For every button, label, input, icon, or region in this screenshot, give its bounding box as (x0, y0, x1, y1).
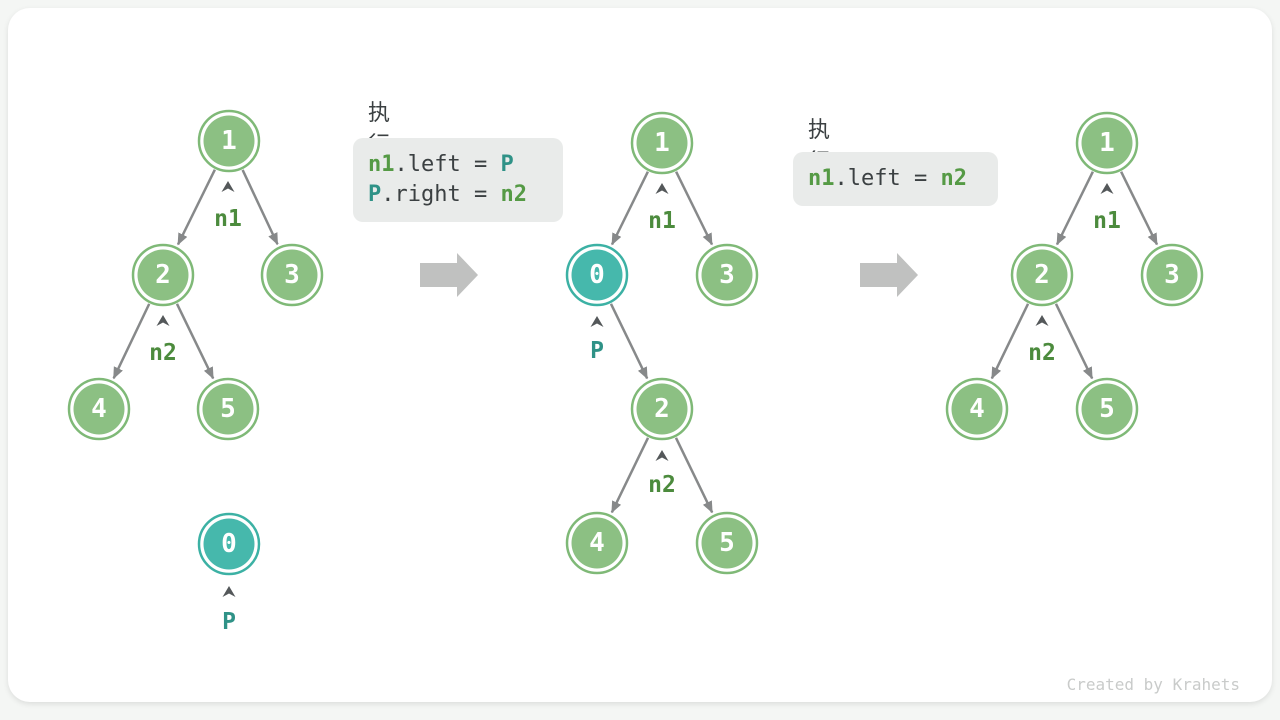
tree-node-value: 5 (719, 528, 735, 558)
tree-node-circle (571, 249, 623, 301)
tree-edge-arrow (610, 437, 650, 514)
tree-node-circle (571, 517, 623, 569)
tree-node-value: 1 (221, 126, 237, 156)
tree-node-circle (137, 249, 189, 301)
tree-node-circle (701, 249, 753, 301)
code-token: n2 (940, 166, 967, 191)
tree-node-value: 1 (654, 128, 670, 158)
tree-edge-arrow (175, 303, 215, 380)
code-token: n1 (808, 166, 835, 191)
tree-node-value: 3 (719, 260, 735, 290)
pointer-label: P (590, 338, 604, 364)
tree-edge-arrow (1120, 171, 1159, 246)
pointer-caret-icon (222, 586, 236, 597)
tree-edge-arrow (1054, 303, 1094, 380)
tree-edge-arrow (609, 303, 649, 380)
tree-node-value: 3 (284, 260, 300, 290)
pointer-label: P (222, 609, 236, 635)
block-arrow-icon (420, 253, 478, 297)
tree-node-circle (701, 517, 753, 569)
code-token: .left = (834, 166, 941, 191)
pointer-caret-icon (590, 316, 604, 327)
tree-node-circle (73, 383, 125, 435)
pointer-label: n2 (1028, 340, 1056, 366)
tree-edge-arrow (610, 171, 649, 246)
code-token: .left = (394, 152, 501, 177)
tree-node-circle (1146, 249, 1198, 301)
block-arrow-icon (860, 253, 918, 297)
tree-edge-arrow (990, 303, 1030, 380)
tree-node-circle (266, 249, 318, 301)
tree-node-circle (1016, 249, 1068, 301)
tree-node-value: 4 (969, 394, 985, 424)
tree-node-circle (203, 518, 255, 570)
tree-node-value: 5 (220, 394, 236, 424)
tree-node-value: 5 (1099, 394, 1115, 424)
tree-node-value: 2 (654, 394, 670, 424)
code-token: n1 (368, 152, 395, 177)
tree-edge-arrow (241, 169, 279, 246)
pointer-label: n1 (1093, 208, 1121, 234)
tree-node-value: 4 (91, 394, 107, 424)
tree-node-value: 1 (1099, 128, 1115, 158)
tree-node-value: 0 (221, 529, 237, 559)
tree-node-value: 0 (589, 260, 605, 290)
code-line: n1.left = n2 (808, 164, 983, 194)
pointer-label: n2 (149, 340, 177, 366)
code-token: n2 (500, 182, 527, 207)
tree-node-circle (636, 117, 688, 169)
pointer-caret-icon (156, 315, 170, 326)
tree-edge-arrow (675, 171, 714, 246)
tree-node-value: 3 (1164, 260, 1180, 290)
code-token: .right = (381, 182, 501, 207)
tree-edge-arrow (1055, 171, 1094, 246)
code-token: P (500, 152, 514, 177)
tree-edge-arrow (176, 169, 216, 246)
pointer-caret-icon (221, 181, 235, 192)
pointer-caret-icon (655, 183, 669, 194)
tree-node-circle (951, 383, 1003, 435)
pointer-caret-icon (655, 450, 669, 461)
pointer-label: n1 (214, 206, 242, 232)
tree-node-circle (1081, 383, 1133, 435)
tree-node-circle (203, 115, 255, 167)
tree-edge-arrow (112, 303, 151, 380)
tree-node-circle (1081, 117, 1133, 169)
credit-text: Created by Krahets (1066, 675, 1240, 694)
pointer-caret-icon (1035, 315, 1049, 326)
tree-node-value: 4 (589, 528, 605, 558)
tree-node-circle (636, 383, 688, 435)
tree-node-value: 2 (155, 260, 171, 290)
pointer-label: n2 (648, 472, 676, 498)
code-line: n1.left = P (368, 150, 548, 180)
tree-node-circle (202, 383, 254, 435)
code-token: P (368, 182, 382, 207)
code-line: P.right = n2 (368, 180, 548, 210)
pointer-label: n1 (648, 208, 676, 234)
tree-edge-arrow (674, 437, 714, 514)
pointer-caret-icon (1100, 183, 1114, 194)
tree-node-value: 2 (1034, 260, 1050, 290)
code-snippet: n1.left = n2 (793, 152, 998, 206)
